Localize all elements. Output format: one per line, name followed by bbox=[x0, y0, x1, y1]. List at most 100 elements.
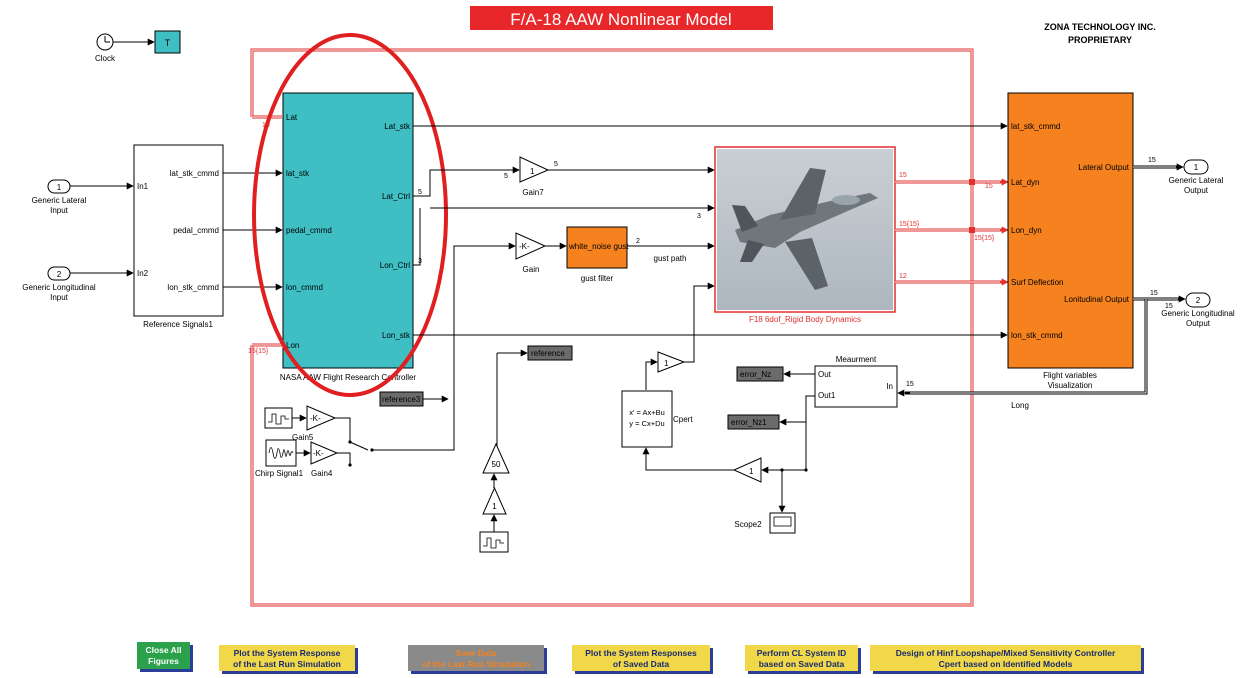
signal-width-label: 15 bbox=[1148, 157, 1156, 164]
block-name: Reference Signals1 bbox=[143, 320, 213, 329]
block-name: Gain7 bbox=[522, 188, 544, 197]
signal-width-label: 12 bbox=[899, 273, 907, 280]
signal-width-label: 15 bbox=[906, 381, 914, 388]
button-label: Save Data bbox=[456, 648, 497, 658]
port-label: white_noise gust bbox=[568, 242, 629, 251]
inport-label: Input bbox=[50, 206, 69, 215]
block-name: Scope2 bbox=[734, 520, 762, 529]
button-label: of Saved Data bbox=[613, 659, 669, 669]
button-label: Perform CL System ID bbox=[757, 648, 847, 658]
random-signal-source-2[interactable] bbox=[480, 532, 508, 552]
gain-value: 1 bbox=[664, 359, 669, 368]
port-label: lat_stk_cmmd bbox=[170, 169, 219, 178]
scope2-block[interactable] bbox=[770, 513, 795, 533]
signal-width-label: 15 bbox=[985, 183, 993, 190]
port-label: pedal_cmmd bbox=[173, 226, 219, 235]
outport-number: 1 bbox=[1194, 163, 1199, 172]
signal-width-label: 15 bbox=[899, 172, 907, 179]
port-label: lat_stk bbox=[286, 169, 310, 178]
state-eq: x' = Ax+Bu bbox=[629, 408, 665, 417]
signal-name: Long bbox=[1011, 401, 1029, 410]
signal-width-label: 5 bbox=[504, 173, 508, 180]
signal-width-label: 2 bbox=[636, 238, 640, 245]
button-label: Plot the System Response bbox=[234, 648, 341, 658]
rigid-body-dynamics-block[interactable] bbox=[715, 147, 895, 312]
button-label: Figures bbox=[148, 656, 179, 666]
time-var-label: T bbox=[165, 38, 171, 48]
clock-block[interactable] bbox=[97, 34, 113, 50]
gain-one-block-c[interactable] bbox=[734, 458, 761, 482]
signal-width-label: 15 bbox=[1150, 290, 1158, 297]
button-label: Close All bbox=[145, 645, 181, 655]
outport-label: Output bbox=[1184, 186, 1209, 195]
port-label: Surf Deflection bbox=[1011, 278, 1063, 287]
signal-width-label: 15{15} bbox=[899, 221, 920, 228]
block-name: Cpert bbox=[673, 415, 693, 424]
port-label: pedal_cmmd bbox=[286, 226, 332, 235]
port-label: lon_stk_cmmd bbox=[1011, 331, 1063, 340]
port-label: Out bbox=[818, 370, 832, 379]
tag-label: reference3 bbox=[382, 395, 421, 404]
button-label: of the Last Run Simulation bbox=[233, 659, 341, 669]
company-name: ZONA TECHNOLOGY INC. bbox=[1044, 22, 1156, 32]
port-label: In bbox=[886, 382, 893, 391]
signal-width-label: 15{15} bbox=[974, 235, 995, 242]
port-label: lat_stk_cmmd bbox=[1011, 122, 1060, 131]
tag-label: error_Nz1 bbox=[731, 418, 767, 427]
signal-width-label: 3 bbox=[697, 213, 701, 220]
port-label: Lon_Ctrl bbox=[380, 261, 410, 270]
gain-value: -K- bbox=[313, 449, 324, 458]
button-label: Design of Hinf Loopshape/Mixed Sensitivi… bbox=[896, 648, 1116, 658]
block-name: gust filter bbox=[581, 274, 614, 283]
port-label: Lat bbox=[286, 113, 298, 122]
inport-label: Input bbox=[50, 293, 69, 302]
port-label: Lon_stk bbox=[382, 331, 411, 340]
port-label: Lat_stk bbox=[384, 122, 411, 131]
port-label: Lat_dyn bbox=[1011, 178, 1039, 187]
outport-label: Output bbox=[1186, 319, 1211, 328]
port-label: Lon_dyn bbox=[1011, 226, 1042, 235]
signal-width-label: 15{15} bbox=[248, 348, 269, 355]
inport-label: Generic Lateral bbox=[32, 196, 87, 205]
tag-label: reference bbox=[531, 349, 565, 358]
chirp-signal-source[interactable] bbox=[266, 440, 296, 466]
block-name: Chirp Signal1 bbox=[255, 469, 304, 478]
port-label: lon_stk_cmmd bbox=[167, 283, 219, 292]
clock-label: Clock bbox=[95, 54, 116, 63]
outport-number: 2 bbox=[1196, 296, 1201, 305]
gain-one-block-b[interactable] bbox=[658, 352, 684, 372]
gain-value: 1 bbox=[749, 467, 754, 476]
block-name: Meaurment bbox=[836, 355, 877, 364]
button-label: of the Last Run Simulation bbox=[422, 659, 530, 669]
button-label: based on Saved Data bbox=[759, 659, 845, 669]
page-title: F/A-18 AAW Nonlinear Model bbox=[510, 10, 731, 29]
design-hinf-controller-button[interactable]: Design of Hinf Loopshape/Mixed Sensitivi… bbox=[870, 645, 1144, 674]
port-label: Lat_Ctrl bbox=[382, 192, 410, 201]
manual-switch[interactable] bbox=[348, 440, 373, 466]
proprietary-label: PROPRIETARY bbox=[1068, 35, 1132, 45]
port-label: lon_cmmd bbox=[286, 283, 323, 292]
signal-width-label: 3 bbox=[418, 258, 422, 265]
gain-value: 1 bbox=[530, 167, 535, 176]
button-label: Plot the System Responses bbox=[585, 648, 697, 658]
signal-width-label: 5 bbox=[554, 161, 558, 168]
port-label: In1 bbox=[137, 182, 149, 191]
inport-number: 1 bbox=[57, 183, 62, 192]
inport-number: 2 bbox=[57, 270, 62, 279]
gain-value: -K- bbox=[310, 414, 321, 423]
gain-value: 50 bbox=[492, 460, 501, 469]
block-name: Gain4 bbox=[311, 469, 333, 478]
random-signal-source[interactable] bbox=[265, 408, 292, 428]
outport-label: Generic Longitudinal bbox=[1161, 309, 1235, 318]
block-name: Visualization bbox=[1048, 381, 1093, 390]
dynamics-output-buses bbox=[895, 179, 1008, 282]
port-label: Out1 bbox=[818, 391, 836, 400]
gain-value: -K- bbox=[519, 242, 530, 251]
port-label: Lonitudinal Output bbox=[1064, 295, 1130, 304]
